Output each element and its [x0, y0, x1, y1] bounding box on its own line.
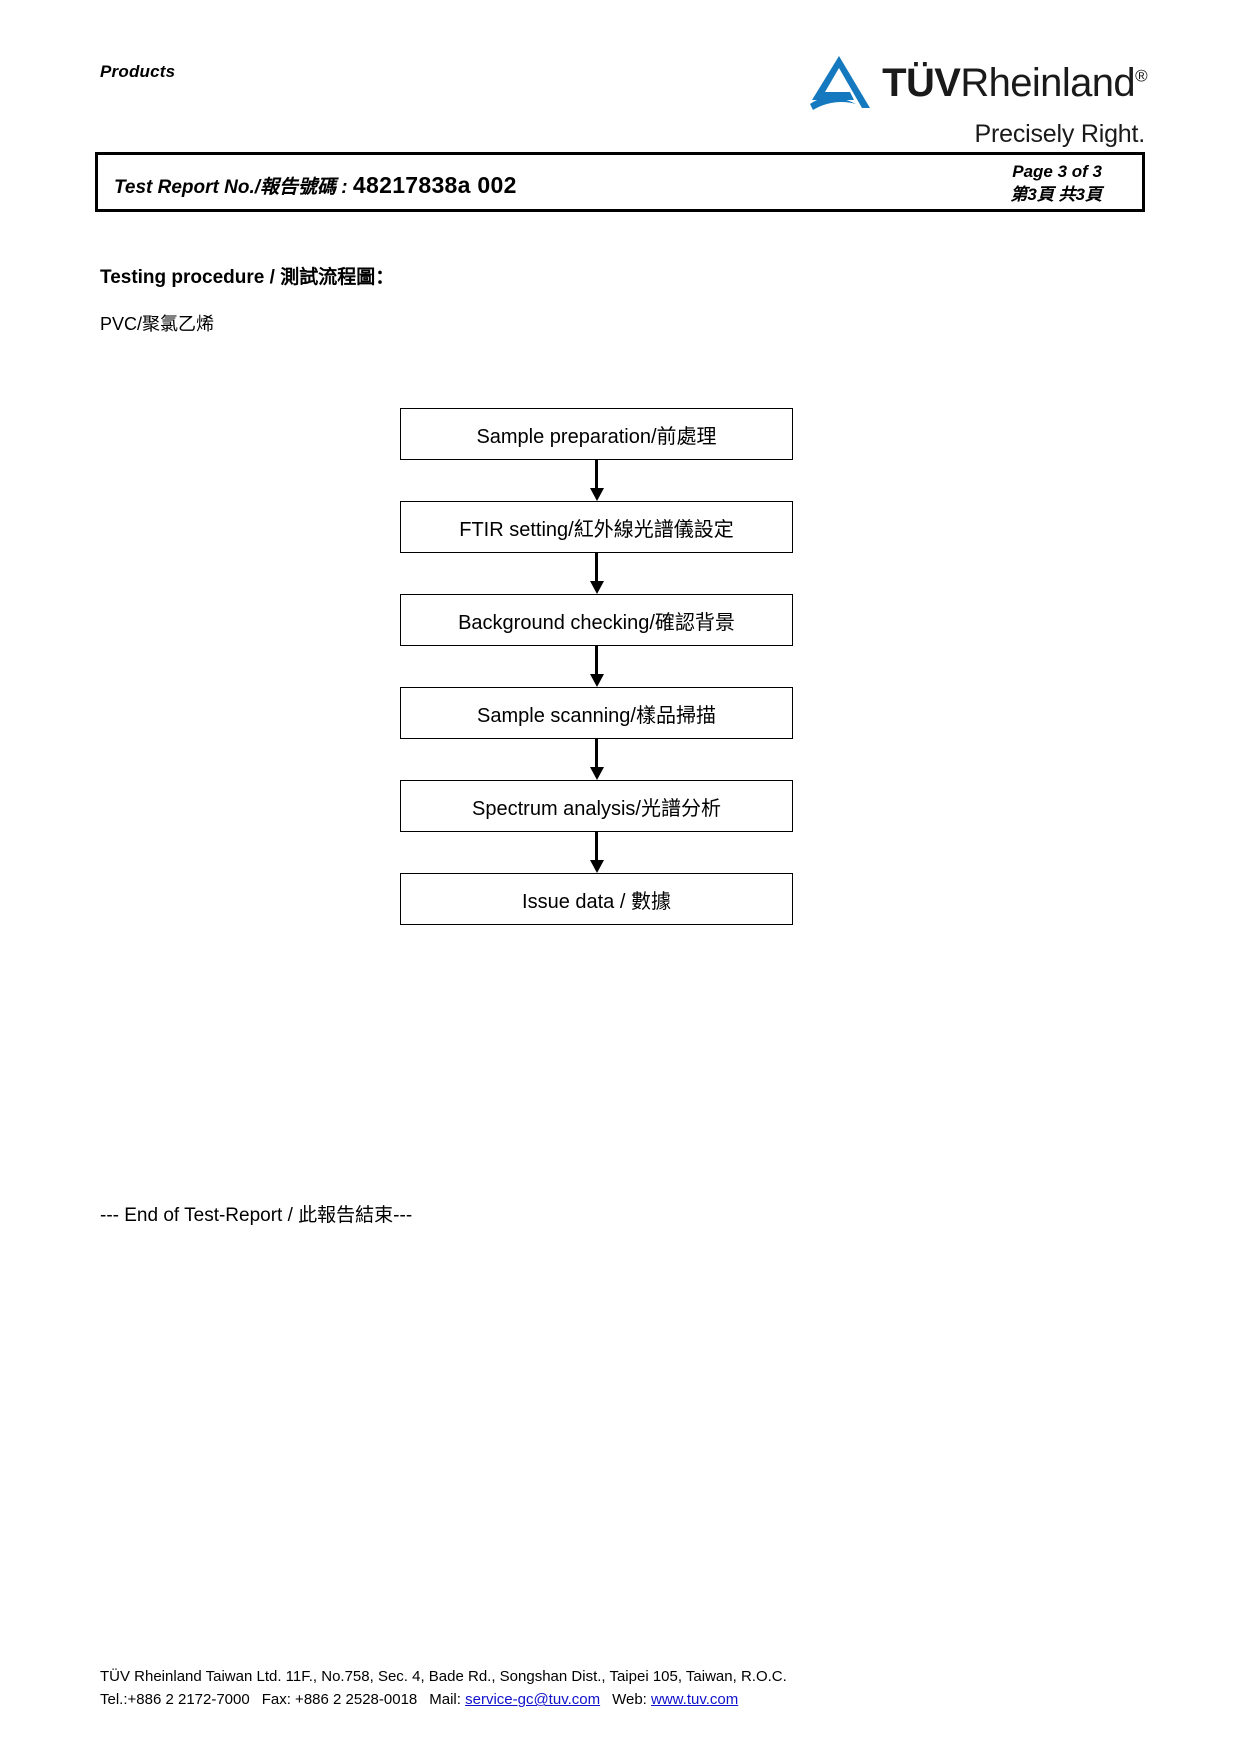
- flow-arrow-head-icon: [589, 581, 604, 594]
- tuv-triangle-logo-icon: [810, 56, 871, 110]
- logo-wordmark: TÜVRheinland®: [882, 63, 1147, 103]
- footer-web-label: Web:: [612, 1691, 647, 1709]
- test-report-number-value: 48217838a 002: [352, 172, 517, 198]
- flow-arrow-4: [400, 739, 793, 780]
- footer-web-link[interactable]: www.tuv.com: [651, 1691, 739, 1709]
- flow-step-issue-data: Issue data / 數據: [400, 873, 793, 925]
- tuv-rheinland-logo: TÜVRheinland® Precisely Right.: [727, 52, 1148, 158]
- flow-step-label: Sample scanning/樣品掃描: [477, 704, 716, 727]
- section-title: Testing procedure / 測試流程圖：: [100, 262, 394, 289]
- page-indicator-en: Page 3 of 3: [1012, 162, 1102, 181]
- flow-arrow-3: [400, 646, 793, 687]
- testing-procedure-flowchart: Sample preparation/前處理 FTIR setting/紅外線光…: [400, 408, 795, 925]
- end-of-report-note: --- End of Test-Report / 此報告結束---: [100, 1205, 413, 1226]
- flow-step-label: Spectrum analysis/光譜分析: [472, 797, 721, 820]
- material-label: PVC/聚氯乙烯: [100, 314, 215, 334]
- flow-arrow-head-icon: [589, 674, 604, 687]
- flow-step-sample-preparation: Sample preparation/前處理: [400, 408, 793, 460]
- flow-step-label: Issue data / 數據: [522, 890, 671, 913]
- section-title-zh: 測試流程圖：: [280, 267, 395, 288]
- test-report-number-label: Test Report No./報告號碼 :: [114, 177, 353, 198]
- flow-arrow-line: [595, 553, 598, 584]
- page-indicator-zh: 第3頁 共3頁: [1010, 184, 1102, 204]
- page-header: Products TÜVRheinland® Precisely Right.: [100, 52, 1161, 162]
- flow-step-background-checking: Background checking/確認背景: [400, 594, 793, 646]
- footer-mail-label: Mail:: [429, 1691, 461, 1709]
- flow-step-sample-scanning: Sample scanning/樣品掃描: [400, 687, 793, 739]
- flow-step-label: Background checking/確認背景: [458, 611, 735, 634]
- flow-arrow-head-icon: [589, 860, 604, 873]
- flow-arrow-5: [400, 832, 793, 873]
- flow-step-spectrum-analysis: Spectrum analysis/光譜分析: [400, 780, 793, 832]
- footer-tel: Tel.:+886 2 2172-7000: [100, 1691, 250, 1709]
- footer-address: TÜV Rheinland Taiwan Ltd. 11F., No.758, …: [100, 1668, 787, 1685]
- page-indicator: Page 3 of 3 第3頁 共3頁: [1010, 161, 1102, 207]
- section-title-en: Testing procedure /: [100, 267, 281, 288]
- flow-arrow-1: [400, 460, 793, 501]
- flow-arrow-head-icon: [589, 488, 604, 501]
- flow-arrow-line: [595, 832, 598, 863]
- flow-arrow-head-icon: [589, 767, 604, 780]
- flow-step-label: FTIR setting/紅外線光譜儀設定: [459, 518, 734, 541]
- logo-tuv-text: TÜV: [882, 61, 961, 105]
- flow-arrow-2: [400, 553, 793, 594]
- footer-contact: Tel.:+886 2 2172-7000 Fax: +886 2 2528-00…: [100, 1688, 787, 1711]
- flow-arrow-line: [595, 646, 598, 677]
- logo-tagline: Precisely Right.: [974, 120, 1146, 148]
- flow-arrow-line: [595, 739, 598, 770]
- footer-fax: Fax: +886 2 2528-0018: [261, 1691, 418, 1709]
- page-footer: TÜV Rheinland Taiwan Ltd. 11F., No.758, …: [100, 1665, 787, 1712]
- logo-rheinland-text: Rheinland: [960, 61, 1136, 105]
- products-label: Products: [100, 62, 176, 81]
- test-report-number: Test Report No./報告號碼 : 48217838a 002: [114, 172, 517, 199]
- flow-step-label: Sample preparation/前處理: [476, 425, 717, 448]
- flow-step-ftir-setting: FTIR setting/紅外線光譜儀設定: [400, 501, 793, 553]
- report-number-bar: Test Report No./報告號碼 : 48217838a 002 Pag…: [95, 152, 1145, 212]
- registered-mark-icon: ®: [1135, 66, 1148, 86]
- footer-mail-link[interactable]: service-gc@tuv.com: [465, 1691, 601, 1709]
- flow-arrow-line: [595, 460, 598, 491]
